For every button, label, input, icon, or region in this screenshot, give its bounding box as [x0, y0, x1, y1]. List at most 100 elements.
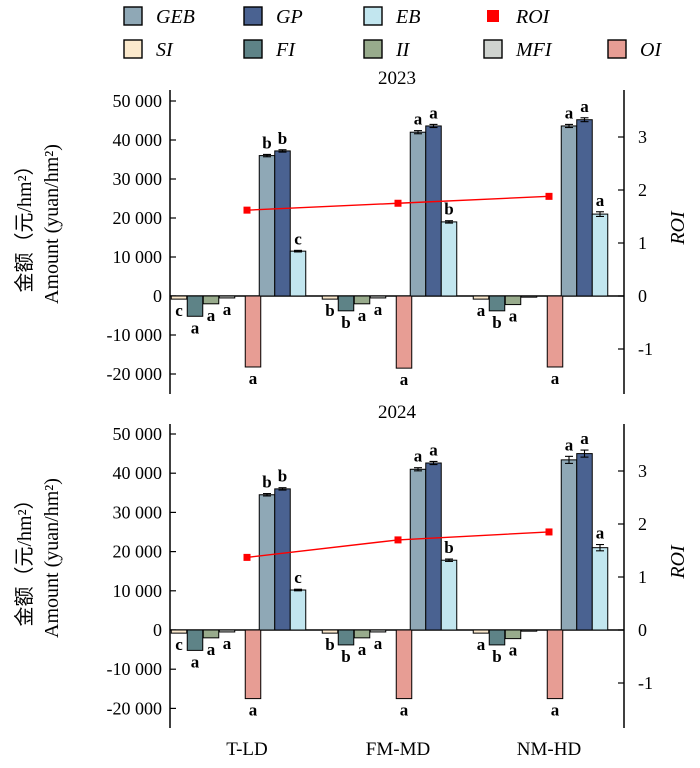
legend-label-eb: EB — [395, 6, 420, 28]
y2-tick-label: 2 — [638, 514, 647, 534]
sig-letter-gp-fm-md: a — [429, 440, 438, 459]
sig-letter-eb-nm-hd: a — [596, 191, 605, 210]
sig-letter-geb-fm-md: a — [414, 447, 423, 466]
bar-fi-fm-md — [337, 295, 355, 312]
legend-swatch-eb — [363, 6, 383, 26]
legend-swatch-oi — [607, 39, 627, 59]
y2-axis-label: ROI — [667, 210, 689, 246]
bar-ii-t-ld — [202, 629, 220, 639]
bar-geb-nm-hd — [560, 459, 578, 631]
bar-fi-nm-hd — [488, 295, 506, 312]
y-tick-label: 30 000 — [113, 169, 163, 189]
legend-item-si: SI — [123, 39, 174, 61]
y-tick-label: 20 000 — [113, 208, 163, 228]
roi-point-nm-hd — [545, 192, 553, 200]
sig-letter-geb-nm-hd: a — [565, 103, 574, 122]
sig-letter-fi-nm-hd: b — [492, 313, 501, 332]
y2-tick-label: 0 — [638, 286, 647, 306]
sig-letter-mfi-fm-md: a — [374, 634, 383, 653]
bar-ii-nm-hd — [504, 629, 522, 640]
bar-eb-t-ld — [289, 589, 307, 631]
sig-letter-oi-fm-md: a — [400, 370, 409, 389]
bar-gp-nm-hd — [576, 119, 593, 297]
legend-swatch-roi — [487, 10, 499, 22]
bar-geb-fm-md — [409, 468, 427, 631]
roi-point-t-ld — [243, 553, 251, 561]
bar-mfi-t-ld — [218, 629, 236, 633]
legend-item-fi: FI — [243, 39, 296, 61]
y-tick-label: 0 — [153, 620, 162, 640]
sig-letter-si-nm-hd: a — [477, 635, 486, 654]
sig-letter-mfi-t-ld: a — [223, 300, 232, 319]
bar-gp-fm-md — [425, 125, 442, 297]
bar-oi-t-ld — [244, 295, 262, 368]
y2-tick-label: 1 — [638, 567, 647, 587]
legend-item-ii: II — [363, 39, 411, 61]
y-tick-label: 0 — [153, 286, 162, 306]
legend-swatch-geb — [123, 6, 143, 26]
sig-letter-oi-nm-hd: a — [551, 701, 560, 720]
legend-label-roi: ROI — [515, 6, 551, 28]
y-tick-label: 10 000 — [113, 247, 163, 267]
x-category-label-t-ld: T-LD — [226, 739, 268, 760]
bar-mfi-fm-md — [369, 295, 387, 299]
legend-item-eb: EB — [363, 6, 420, 28]
sig-letter-si-nm-hd: a — [477, 301, 486, 320]
sig-letter-eb-fm-md: b — [444, 200, 453, 219]
bar-ii-fm-md — [353, 629, 371, 639]
legend-item-oi: OI — [607, 39, 662, 61]
legend-swatch-si — [123, 39, 143, 59]
bar-gp-fm-md — [425, 462, 442, 631]
bar-fi-nm-hd — [488, 629, 506, 646]
bar-eb-fm-md — [440, 221, 458, 297]
sig-letter-ii-t-ld: a — [207, 640, 216, 659]
sig-letter-ii-t-ld: a — [207, 306, 216, 325]
bar-geb-fm-md — [409, 131, 427, 297]
sig-letter-fi-fm-md: b — [341, 647, 350, 666]
bar-ii-nm-hd — [504, 295, 522, 306]
legend-item-roi: ROI — [487, 6, 551, 28]
sig-letter-gp-nm-hd: a — [580, 97, 589, 116]
legend-item-mfi: MFI — [483, 39, 553, 61]
bar-fi-fm-md — [337, 629, 355, 646]
y-tick-label: 30 000 — [113, 502, 163, 522]
sig-letter-ii-fm-md: a — [358, 306, 367, 325]
y-tick-label: 40 000 — [113, 463, 163, 483]
legend-label-fi: FI — [275, 39, 296, 61]
roi-line — [246, 531, 550, 559]
bar-eb-t-ld — [289, 250, 307, 297]
sig-letter-gp-fm-md: a — [429, 103, 438, 122]
panel-title: 2024 — [378, 402, 417, 423]
sig-letter-eb-t-ld: c — [294, 568, 302, 587]
sig-letter-gp-nm-hd: a — [580, 429, 589, 448]
sig-letter-si-t-ld: c — [175, 301, 183, 320]
roi-point-t-ld — [243, 206, 251, 214]
sig-letter-si-fm-md: b — [325, 301, 334, 320]
legend-label-mfi: MFI — [515, 39, 553, 61]
y-tick-label: -20 000 — [107, 698, 163, 718]
sig-letter-ii-nm-hd: a — [509, 641, 518, 660]
y-tick-label: 40 000 — [113, 130, 163, 150]
y-tick-label: 50 000 — [113, 424, 163, 444]
sig-letter-mfi-fm-md: a — [374, 300, 383, 319]
bar-mfi-t-ld — [218, 295, 236, 299]
legend-swatch-fi — [243, 39, 263, 59]
bar-eb-fm-md — [440, 559, 458, 631]
bar-geb-t-ld — [258, 494, 276, 631]
y2-tick-label: 3 — [638, 127, 647, 147]
y-tick-label: 10 000 — [113, 581, 163, 601]
sig-letter-geb-nm-hd: a — [565, 435, 574, 454]
legend-label-oi: OI — [640, 39, 662, 61]
bar-oi-nm-hd — [546, 295, 564, 368]
sig-letter-ii-fm-md: a — [358, 640, 367, 659]
y-axis-label-cn: 金额（元/hm²） — [13, 155, 36, 292]
sig-letter-geb-t-ld: b — [262, 473, 271, 492]
legend-item-geb: GEB — [123, 6, 195, 28]
y2-tick-label: 1 — [638, 233, 647, 253]
legend-label-si: SI — [156, 39, 174, 61]
sig-letter-si-fm-md: b — [325, 635, 334, 654]
y-axis-label-cn: 金额（元/hm²） — [13, 489, 36, 626]
legend-swatch-ii — [363, 39, 383, 59]
sig-letter-mfi-t-ld: a — [223, 634, 232, 653]
bar-ii-fm-md — [353, 295, 371, 305]
